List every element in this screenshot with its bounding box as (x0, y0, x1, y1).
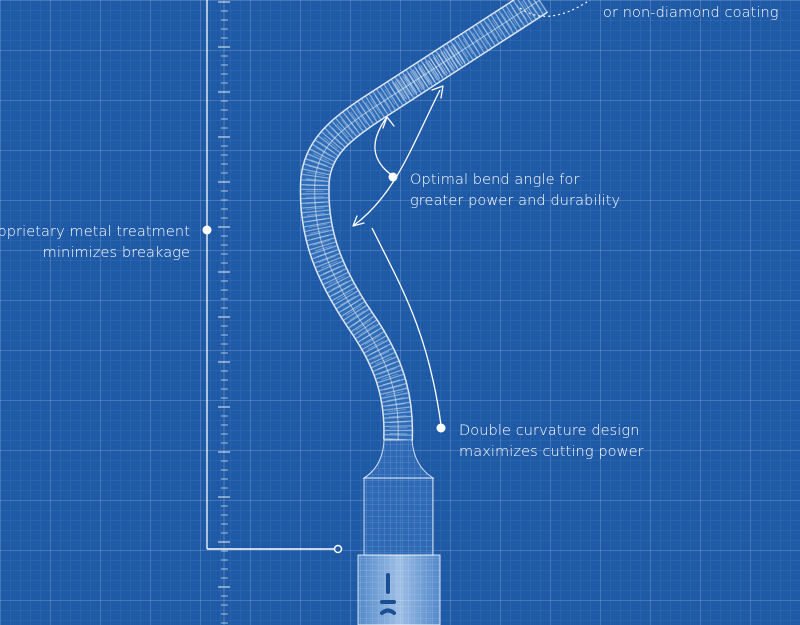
bend-angle-callout: Optimal bend angle for greater power and… (410, 170, 620, 212)
measurement-ruler (206, 0, 230, 625)
bend-callout-dot (388, 172, 398, 182)
metal-callout-line1: Proprietary metal treatment (0, 224, 190, 240)
bend-callout-leader (374, 116, 395, 177)
coating-callout-arc (519, 0, 591, 17)
tip-shaft-centerline (314, 0, 541, 441)
tip-shaft-body (301, 0, 548, 441)
double-curvature-callout: Double curvature design maximizes cuttin… (459, 421, 644, 463)
bend-callout-line2: greater power and durability (410, 193, 621, 209)
curvature-leader-line (371, 227, 442, 426)
metal-treatment-callout: Proprietary metal treatment minimizes br… (0, 222, 190, 264)
handle-mesh (358, 555, 440, 625)
metal-callout-line2: minimizes breakage (42, 245, 190, 261)
coating-band (392, 43, 466, 102)
double-arrow (352, 85, 444, 227)
curvature-callout-dot (436, 423, 446, 433)
handle-engraving (380, 573, 396, 615)
ruler-ticks (218, 1, 230, 624)
coating-callout: or non-diamond coating (603, 3, 779, 24)
tip-shaft-mesh-inner (305, 0, 545, 441)
bracket-end-dot (333, 544, 343, 554)
curvature-callout-line1: Double curvature design (459, 423, 640, 439)
bend-callout-line1: Optimal bend angle for (410, 172, 580, 188)
metal-callout-dot (202, 225, 212, 235)
scaler-tip-illustration (299, 0, 549, 625)
coating-callout-line1: or non-diamond coating (603, 5, 779, 21)
curvature-callout-line2: maximizes cutting power (459, 444, 644, 460)
metal-treatment-bracket (207, 544, 343, 554)
